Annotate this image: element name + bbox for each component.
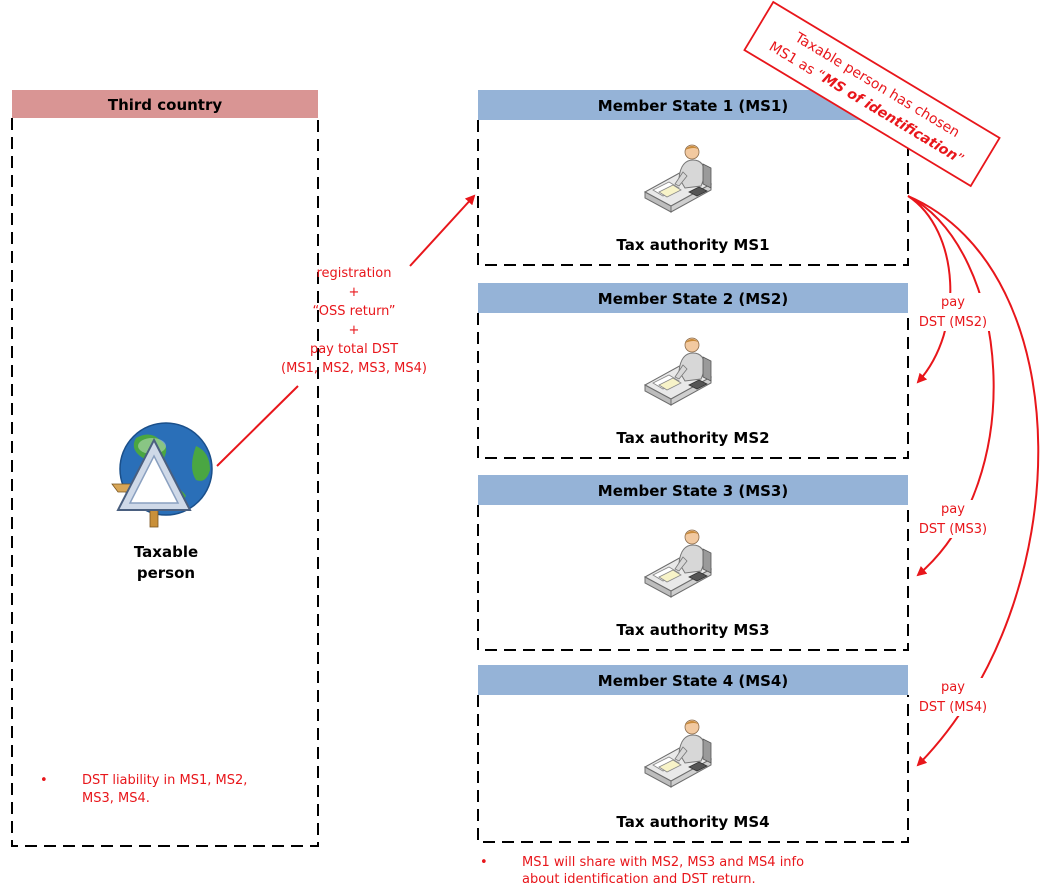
tax-authority-ms1-label: Tax authority MS1 [616,236,769,254]
globe-icon [111,422,213,528]
tax-official-desk-icon [644,337,712,406]
taxable-person-label-1: Taxable [134,543,198,561]
member-state-3-header [478,475,908,505]
pay-label-bg-ms3 [914,500,994,538]
member-state-2-panel: Member State 2 (MS2) Tax authority MS2 [477,283,909,459]
member-state-4-border [477,695,909,843]
member-state-2-border [477,313,909,459]
pay-label-bg-ms2 [914,293,994,331]
member-state-2-title: Member State 2 (MS2) [598,290,788,308]
tax-authority-ms2-label: Tax authority MS2 [616,429,769,447]
tax-authority-ms3-label: Tax authority MS3 [616,621,769,639]
member-state-3-border [477,505,909,651]
flow-label-4: + [349,323,360,338]
third-country-header [12,90,318,118]
member-state-3-panel: Member State 3 (MS3) Tax authority MS3 [477,475,909,651]
third-country-title: Third country [108,96,223,114]
pay-label-ms2-1: pay [941,295,965,310]
member-state-1-border [477,120,909,266]
third-country-panel: Third country Taxable person • DST liabi… [11,90,319,847]
member-state-1-title: Member State 1 (MS1) [598,97,788,115]
flow-label-5: pay total DST [310,342,398,357]
member-state-3-title: Member State 3 (MS3) [598,482,788,500]
flow-label-6: (MS1, MS2, MS3, MS4) [281,361,427,376]
bottom-note-1: MS1 will share with MS2, MS3 and MS4 inf… [522,855,804,870]
pay-label-ms4-2: DST (MS4) [919,700,987,715]
member-state-4-panel: Member State 4 (MS4) Tax authority MS4 [477,665,909,843]
registration-arrow-upper [409,194,476,267]
registration-label: registration + “OSS return” + pay total … [281,266,427,376]
flow-label-2: + [349,285,360,300]
flow-label-3: “OSS return” [313,304,396,319]
third-country-border [11,118,319,847]
flow-label-1: registration [316,266,391,281]
third-country-bullet: • [40,773,48,788]
third-country-note-1: DST liability in MS1, MS2, [82,773,247,788]
pay-label-ms4-1: pay [941,680,965,695]
tax-authority-ms4-label: Tax authority MS4 [616,813,769,831]
stamp-border [743,0,1001,188]
member-state-4-header [478,665,908,695]
bottom-note-bullet: • [480,855,488,870]
pay-arrow-ms2 [907,195,952,384]
tax-official-desk-icon [644,529,712,598]
bottom-note-2: about identification and DST return. [522,872,756,887]
third-country-note-2: MS3, MS4. [82,791,150,806]
member-state-2-header [478,283,908,313]
member-state-4-title: Member State 4 (MS4) [598,672,788,690]
pay-label-ms2-2: DST (MS2) [919,315,987,330]
pay-label-ms3-1: pay [941,502,965,517]
registration-arrow-lower [216,385,299,467]
tax-official-desk-icon [644,719,712,788]
tax-official-desk-icon [644,144,712,213]
pay-label-bg-ms4 [914,678,994,716]
member-state-1-panel: Member State 1 (MS1) Tax authority MS1 [477,90,909,266]
taxable-person-label-2: person [137,564,195,582]
pay-label-ms3-2: DST (MS3) [919,522,987,537]
